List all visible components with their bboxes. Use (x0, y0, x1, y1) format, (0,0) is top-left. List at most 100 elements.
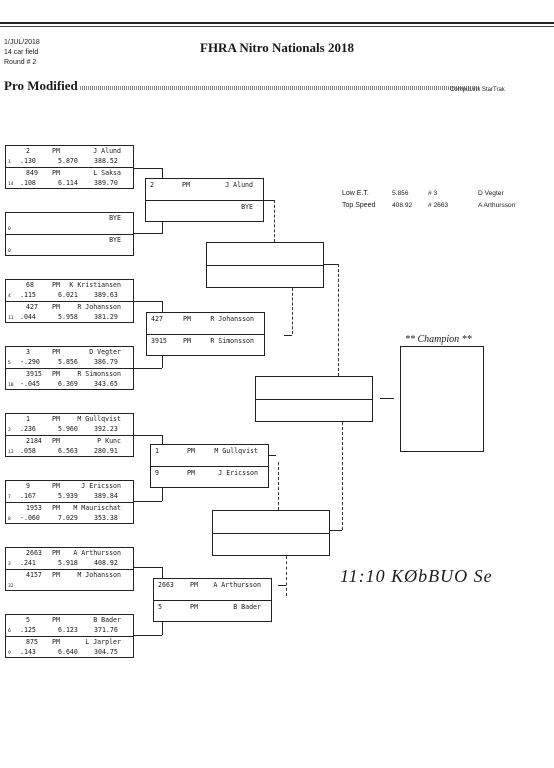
lane-number: 2 (8, 428, 11, 433)
field-size: 14 car field (4, 49, 39, 56)
driver-name: J Alund (93, 147, 121, 155)
top-rule (0, 22, 554, 24)
reaction-time: .130 (20, 157, 36, 165)
driver-name: R Simonsson (210, 337, 254, 345)
reaction-time: .058 (20, 447, 36, 455)
top-speed: 388.52 (94, 157, 118, 165)
elapsed-time: 7.029 (58, 514, 78, 522)
top-speed: 389.70 (94, 179, 118, 187)
top-speed: 280.91 (94, 447, 118, 455)
driver-name: J Alund (225, 181, 253, 189)
top-speed: 371.76 (94, 626, 118, 634)
car-class: PM (183, 315, 191, 323)
top-speed: 353.38 (94, 514, 118, 522)
driver-name: BYE (241, 203, 253, 211)
driver-name: J Ericsson (218, 469, 258, 477)
elapsed-time: 5.856 (58, 358, 78, 366)
driver-name: P Kunc (97, 437, 121, 445)
top-speed: 389.63 (94, 291, 118, 299)
lane-number: 9 (8, 651, 11, 656)
lane-number: 14 (8, 182, 14, 187)
car-class: PM (52, 415, 60, 423)
top-speed: 381.29 (94, 313, 118, 321)
driver-name: M Maurischat (73, 504, 121, 512)
class-title: Pro Modified (4, 78, 78, 93)
top-speed: 389.84 (94, 492, 118, 500)
car-number: 4157 (26, 571, 42, 579)
car-class: PM (52, 147, 60, 155)
low-et-driver: D Vegter (478, 190, 504, 197)
elapsed-time: 5.918 (58, 559, 78, 567)
driver-name: L Jarpler (85, 638, 121, 646)
elapsed-time: 6.369 (58, 380, 78, 388)
lane-number: 3 (8, 562, 11, 567)
car-number: 427 (151, 315, 163, 323)
driver-name: BYE (109, 236, 121, 244)
car-class: PM (187, 469, 195, 477)
car-number: 1 (155, 447, 159, 455)
car-class: PM (52, 303, 60, 311)
lane-number: 0 (8, 249, 11, 254)
page-title: FHRA Nitro Nationals 2018 (200, 40, 354, 55)
driver-name: J Ericsson (81, 482, 121, 490)
driver-name: R Johansson (77, 303, 121, 311)
semifinal-box-2 (212, 510, 330, 556)
car-class: PM (52, 169, 60, 177)
final-box (255, 376, 373, 422)
top-speed: 304.75 (94, 648, 118, 656)
car-class: PM (52, 638, 60, 646)
car-number: 2 (26, 147, 30, 155)
elapsed-time: 6.021 (58, 291, 78, 299)
car-number: 2663 (26, 549, 42, 557)
top-speed: 392.23 (94, 425, 118, 433)
elapsed-time: 6.114 (58, 179, 78, 187)
lane-number: 32 (8, 584, 14, 589)
car-class: PM (52, 482, 60, 490)
low-et-label: Low E.T. (342, 190, 369, 197)
driver-name: B Bader (93, 616, 121, 624)
elapsed-time: 5.870 (58, 157, 78, 165)
car-number: 3915 (26, 370, 42, 378)
reaction-time: .241 (20, 559, 36, 567)
reaction-time: -.290 (20, 358, 40, 366)
top-speed: 408.92 (94, 559, 118, 567)
reaction-time: .108 (20, 179, 36, 187)
reaction-time: .167 (20, 492, 36, 500)
reaction-time: -.045 (20, 380, 40, 388)
driver-name: L Saksa (93, 169, 121, 177)
car-number: 5 (26, 616, 30, 624)
car-number: 875 (26, 638, 38, 646)
car-number: 2663 (158, 581, 174, 589)
dotted-rule (80, 86, 480, 90)
lane-number: 5 (8, 361, 11, 366)
elapsed-time: 6.563 (58, 447, 78, 455)
car-class: PM (182, 181, 190, 189)
driver-name: R Simonsson (77, 370, 121, 378)
driver-name: A Arthursson (213, 581, 261, 589)
car-number: 3 (26, 348, 30, 356)
elapsed-time: 6.123 (58, 626, 78, 634)
car-class: PM (187, 447, 195, 455)
top-speed-label: Top Speed (342, 202, 376, 209)
car-class: PM (52, 370, 60, 378)
champion-box (400, 346, 484, 452)
lane-number: 8 (8, 517, 11, 522)
reaction-time: .115 (20, 291, 36, 299)
car-class: PM (52, 504, 60, 512)
reaction-time: .143 (20, 648, 36, 656)
car-class: PM (52, 281, 60, 289)
car-number: 1 (26, 415, 30, 423)
driver-name: B Bader (233, 603, 261, 611)
car-number: 68 (26, 281, 34, 289)
lane-number: 1 (8, 160, 11, 165)
lane-number: 7 (8, 495, 11, 500)
top-speed: 343.65 (94, 380, 118, 388)
car-number: 2 (150, 181, 154, 189)
driver-name: M Johansson (77, 571, 121, 579)
semifinal-box-1 (206, 242, 324, 288)
